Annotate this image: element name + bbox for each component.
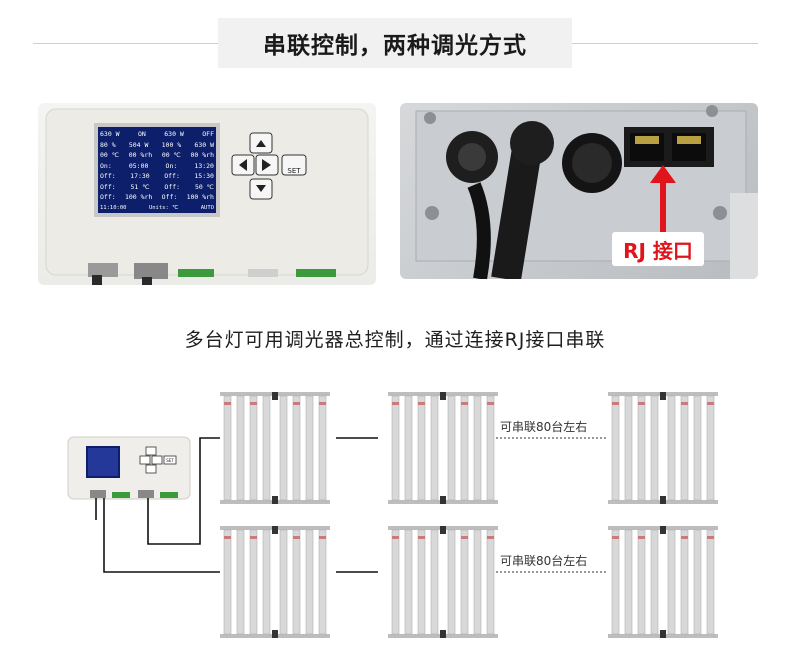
controller-photo: 630 W ON 630 W OFF 80 % 504 W 100 % 630 W 00 ℃… <box>38 103 376 285</box>
screen-cell: Off: <box>100 172 116 180</box>
page-title: 串联控制，两种调光方式 <box>218 18 572 68</box>
screen-cell: 50 ℃ <box>194 182 214 191</box>
screen-cell: Off: <box>161 193 178 201</box>
caption: 多台灯可用调光器总控制，通过连接RJ接口串联 <box>184 329 606 351</box>
screen-row: 80 % 504 W 100 % 630 W <box>100 140 214 151</box>
series-note-top: 可串联80台左右 <box>498 418 590 435</box>
screen-cell: Off: <box>164 172 180 180</box>
screen-cell: Off: <box>164 182 181 191</box>
screen-clock: 11:10:00 <box>100 204 127 211</box>
screen-row: 630 W ON 630 W OFF <box>100 129 214 140</box>
mini-controller <box>67 436 191 500</box>
set-button[interactable]: SET <box>287 167 301 175</box>
screen-cell: Off: <box>100 193 116 201</box>
screen-cell: 504 W <box>128 140 149 149</box>
screen-cell: 100 %rh <box>186 193 214 201</box>
header-rule-right <box>572 43 758 44</box>
screen-cell: Off: <box>100 182 116 191</box>
screen-cell: On: <box>165 161 178 170</box>
screen-footer: 11:10:00 Units: ℃ AUTO <box>100 203 214 214</box>
screen-cell: 100 % <box>161 140 182 149</box>
rj-port-label: RJ 接口 <box>612 232 704 266</box>
screen-row: Off: 100 %rh Off: 100 %rh <box>100 192 214 203</box>
screen-cell: 15:30 <box>194 172 214 180</box>
screen-cell: 51 ℃ <box>130 182 150 191</box>
screen-cell: ON <box>138 130 146 138</box>
screen-cell: 13:20 <box>194 161 214 170</box>
screen-row: Off: 51 ℃ Off: 50 ℃ <box>100 182 214 193</box>
screen-cell: On: <box>100 161 112 170</box>
screen-cell: 100 %rh <box>124 193 153 201</box>
screen-cell: 05:00 <box>128 161 149 170</box>
header-rule-left <box>33 43 218 44</box>
screen-cell: OFF <box>202 130 214 138</box>
screen-cell: 00 ℃ <box>100 151 120 159</box>
screen-cell: 80 % <box>100 140 116 149</box>
controller-screen: 630 W ON 630 W OFF 80 % 504 W 100 % 630 W 00 ℃… <box>100 129 214 211</box>
screen-cell: 630 W <box>194 140 214 149</box>
screen-cell: 17:30 <box>130 172 150 180</box>
screen-row: Off: 17:30 Off: 15:30 <box>100 171 214 182</box>
screen-cell: 630 W <box>100 130 120 138</box>
screen-auto: AUTO <box>200 204 214 211</box>
screen-unit-mode: Units: ℃ <box>148 204 179 211</box>
screen-cell: 630 W <box>164 130 184 138</box>
screen-cell: 00 ℃ <box>161 151 181 159</box>
screen-row: 00 ℃ 00 %rh 00 ℃ 00 %rh <box>100 150 214 161</box>
screen-cell: 00 %rh <box>190 151 214 159</box>
mini-set-button: SET <box>166 457 174 463</box>
connector-photo <box>400 103 758 279</box>
screen-cell: 00 %rh <box>128 151 153 159</box>
series-note-bottom: 可串联80台左右 <box>498 552 590 569</box>
screen-row: On: 05:00 On: 13:20 <box>100 161 214 172</box>
